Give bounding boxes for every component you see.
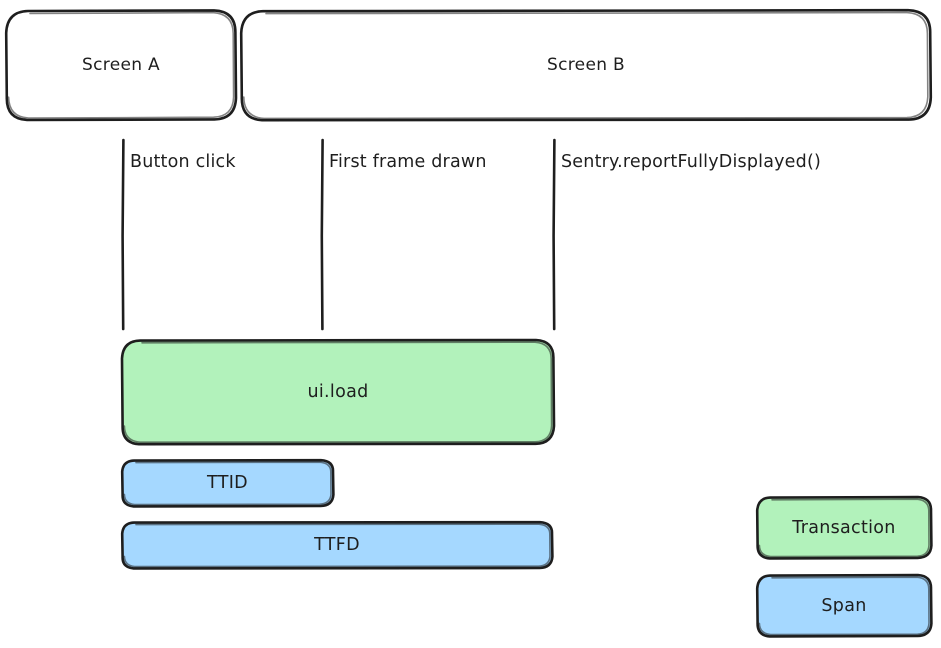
screen-b-shape[interactable]	[239, 8, 933, 122]
legend-transaction-shape[interactable]	[755, 495, 933, 560]
ttid-shape[interactable]	[120, 458, 335, 508]
marker-line-button-click	[121, 138, 125, 331]
ui-load-shape[interactable]	[120, 338, 556, 446]
marker-line-report-fully-displayed	[552, 138, 556, 331]
marker-label-report-fully-displayed: Sentry.reportFullyDisplayed()	[561, 152, 822, 172]
legend-span-shape[interactable]	[755, 573, 933, 638]
ttfd-shape[interactable]	[120, 520, 554, 570]
marker-label-button-click: Button click	[130, 152, 236, 172]
screen-a-shape[interactable]	[4, 9, 238, 122]
marker-line-first-frame-drawn	[320, 138, 324, 331]
marker-label-first-frame-drawn: First frame drawn	[329, 152, 487, 172]
